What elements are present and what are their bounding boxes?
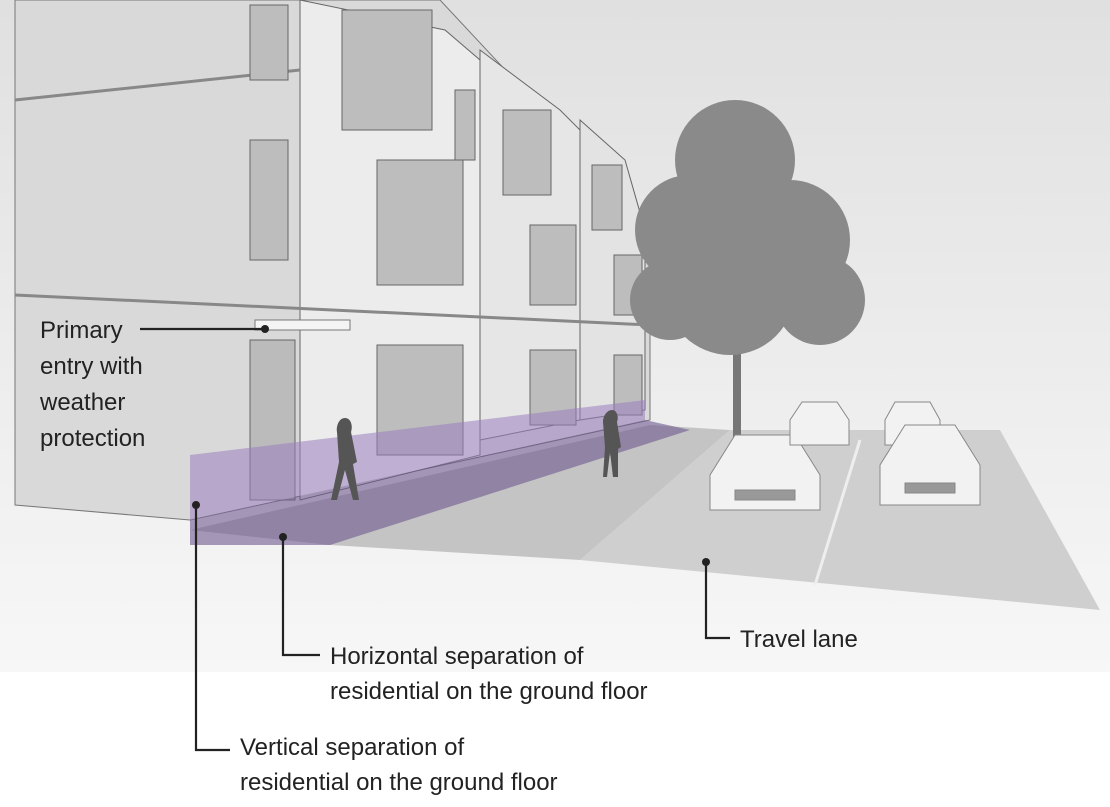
primary-entry-dot	[261, 325, 269, 333]
windows	[249, 4, 643, 456]
travel-lane-dot	[702, 558, 710, 566]
car	[879, 424, 981, 506]
tree-canopy	[630, 100, 865, 355]
weather-canopy	[254, 319, 351, 331]
horizontal-separation-dot	[279, 533, 287, 541]
car	[789, 401, 850, 446]
floor-line	[14, 293, 651, 327]
vertical-separation-zone	[190, 400, 645, 520]
travel-lane-label: Travel lane	[740, 626, 858, 653]
vertical-separation-label: Vertical separation of residential on th…	[240, 734, 558, 796]
travel-lane-leader	[704, 562, 730, 640]
vertical-separation-dot	[192, 501, 200, 509]
tree-trunk	[733, 320, 741, 440]
horizontal-separation-zone	[190, 420, 690, 545]
pedestrian	[603, 410, 621, 477]
primary-entry-label: Primary entry with weather protection	[39, 317, 149, 452]
vertical-separation-leader	[194, 505, 230, 752]
lane-line	[813, 439, 862, 586]
horizontal-separation-leader	[281, 537, 320, 657]
horizontal-separation-label: Horizontal separation of residential on …	[330, 643, 648, 705]
car	[709, 434, 821, 511]
pedestrian	[331, 418, 359, 500]
